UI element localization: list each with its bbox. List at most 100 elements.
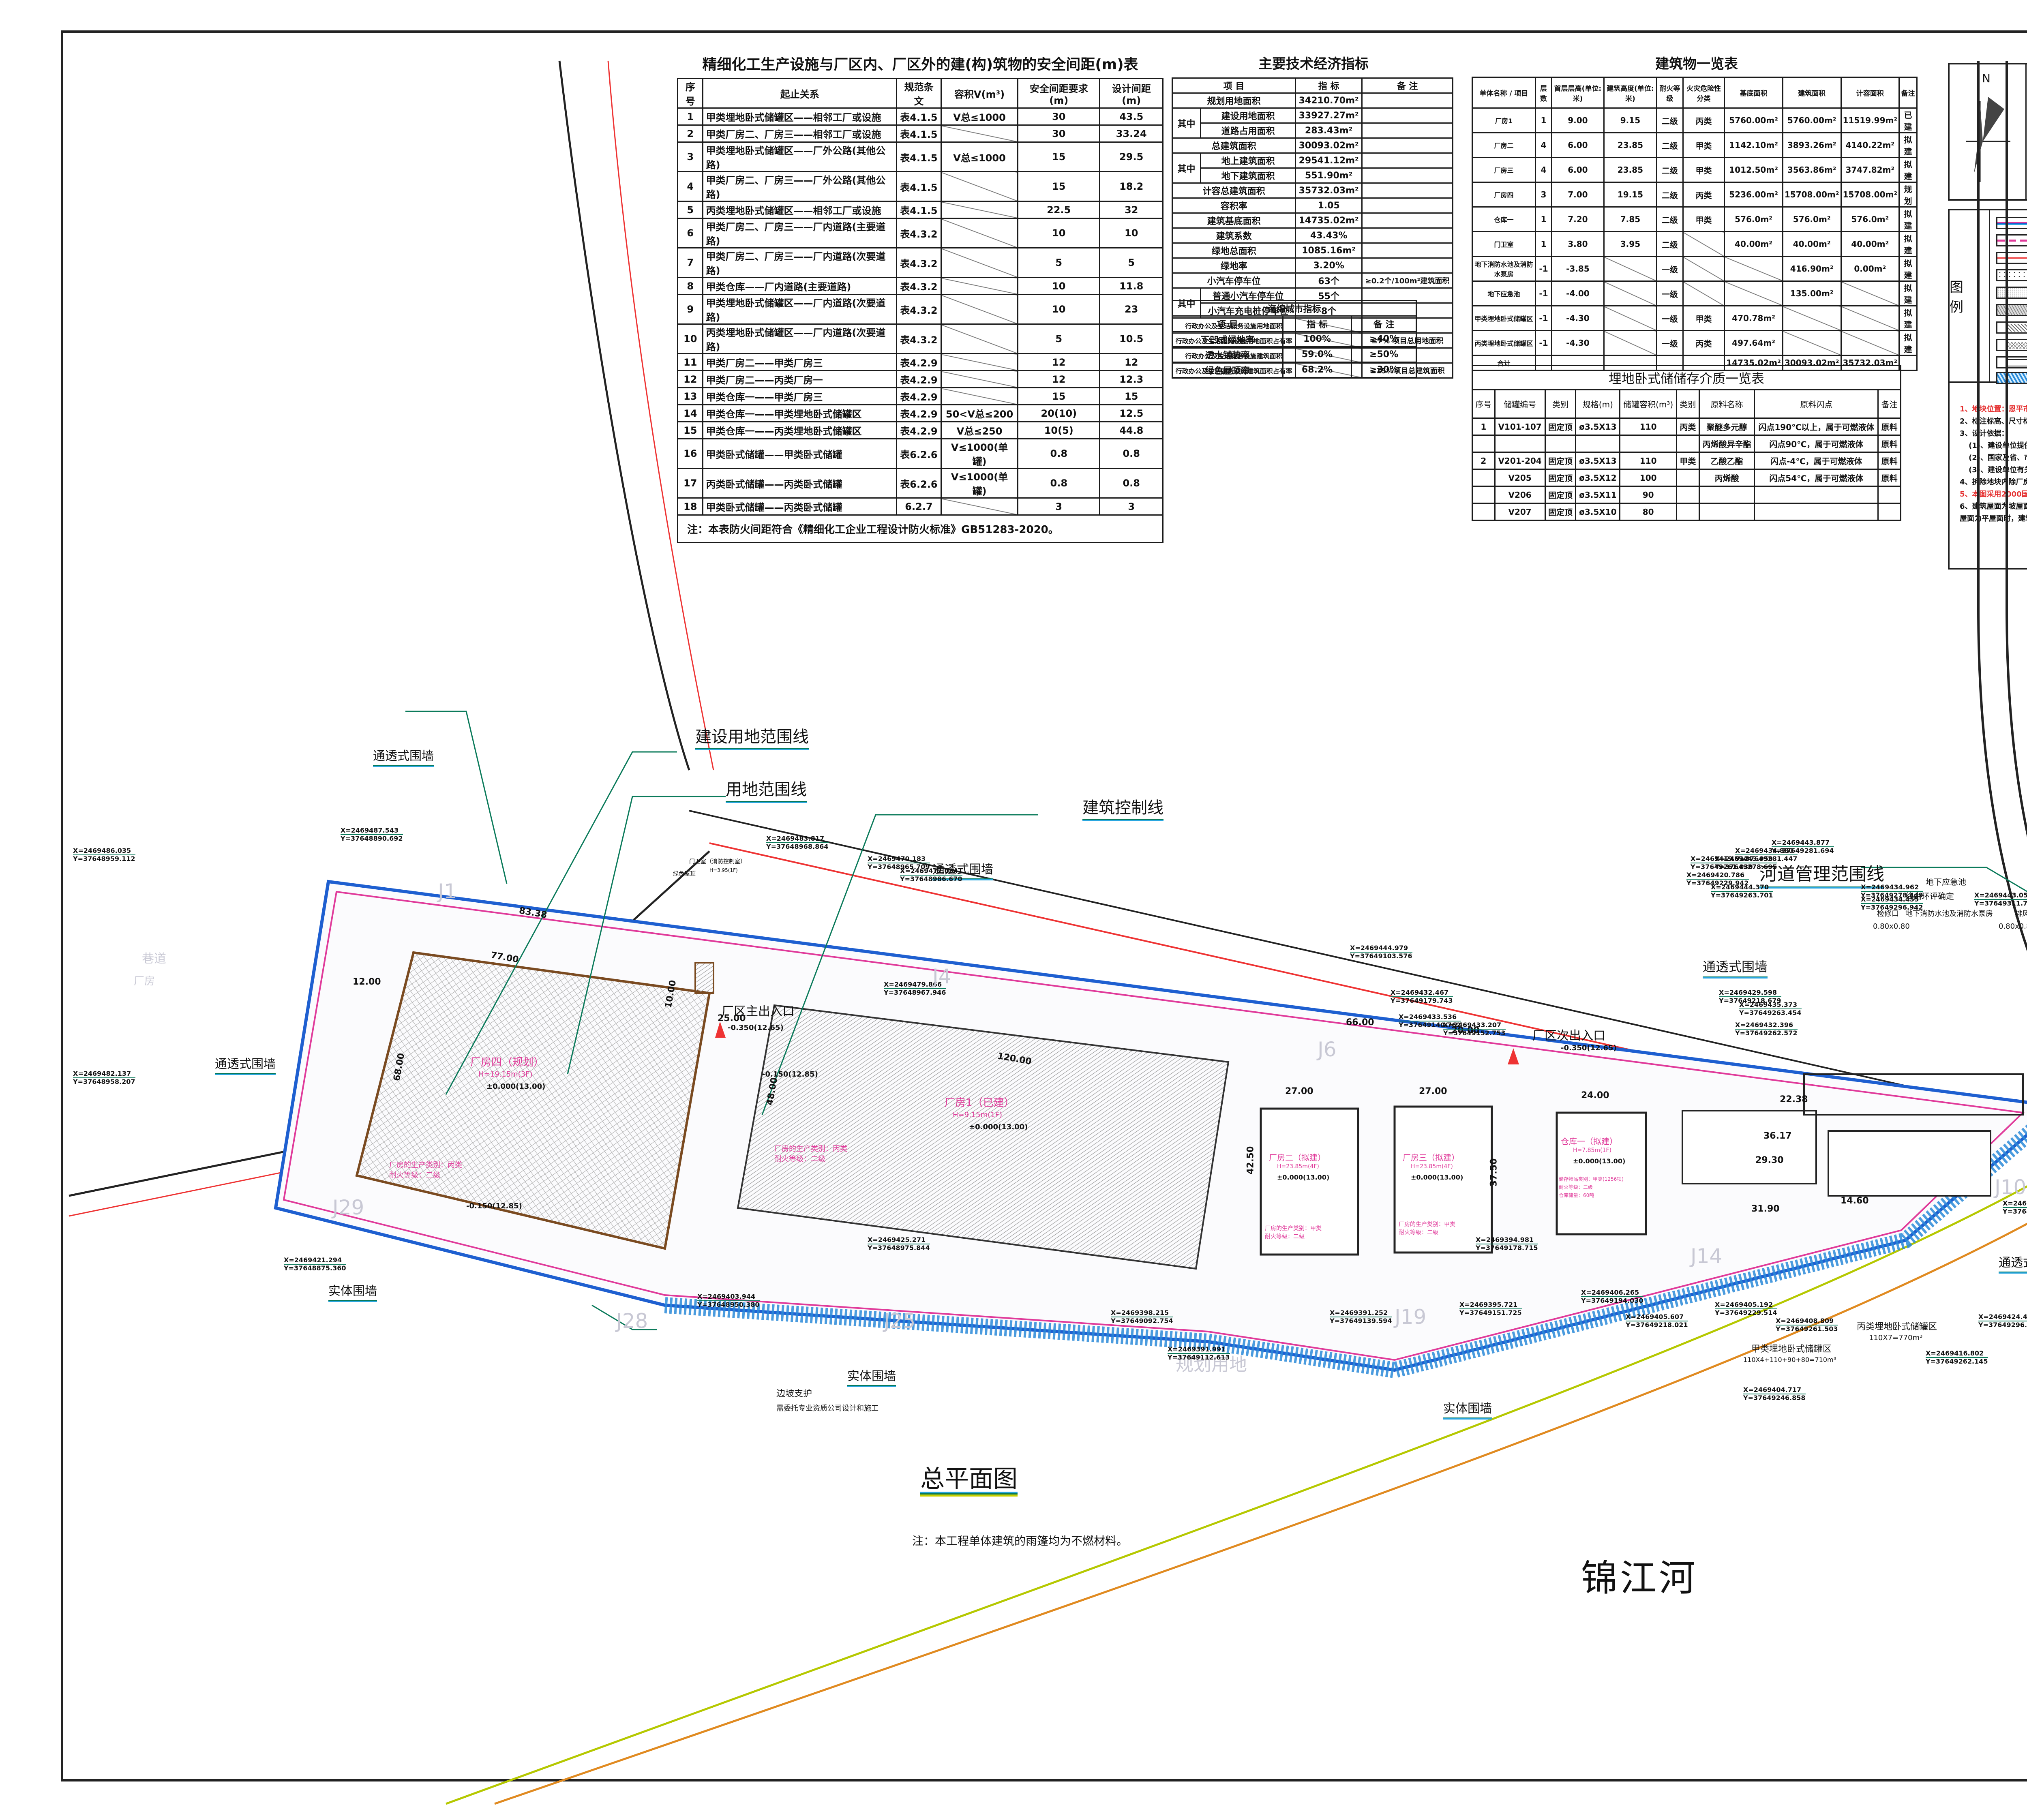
safety-cell	[940, 218, 1019, 248]
tank-cell	[1676, 486, 1700, 504]
fence-callout: 通透式围墙	[1703, 957, 1768, 979]
building-cell: 厂房二	[1471, 132, 1536, 158]
building-factory-4-elev: ±0.000(13.00)	[486, 1082, 546, 1091]
safety-cell	[940, 294, 1019, 325]
safety-header-cell: 设计间距(m)	[1099, 78, 1163, 109]
building-cell	[1603, 256, 1658, 282]
permeable-pavement-swatch-icon	[1996, 287, 2027, 299]
safety-header-cell: 安全间距要求(m)	[1017, 78, 1101, 109]
safety-cell: 15	[1017, 171, 1101, 202]
tank-c-callout: 丙类埋地卧式储罐区	[1857, 1322, 1937, 1332]
building-cell: 甲类埋地卧式储罐区	[1471, 305, 1536, 331]
building-cell: 1	[1535, 206, 1552, 232]
tech-value-cell: 33927.27m²	[1295, 107, 1363, 124]
safety-cell	[940, 497, 1019, 516]
tank-table-title: 埋地卧式储储存介质一览表	[1472, 365, 1901, 390]
tech-item-cell: 道路占用面积	[1200, 122, 1296, 139]
safety-cell: 9	[677, 294, 704, 325]
safety-cell: 丙类埋地卧式储罐区——厂内道路(次要道路)	[702, 323, 897, 354]
boundary-point-label: J4	[932, 965, 951, 988]
sunken-greenland-swatch-icon	[1996, 269, 2027, 281]
tank-header-cell: 原料名称	[1698, 389, 1755, 419]
tank-a-volume: 110X4+110+90+80=710m³	[1743, 1356, 1836, 1364]
tank-cell: 闪点90℃，属于可燃液体	[1754, 435, 1879, 453]
sponge-cell: 59.0%	[1282, 346, 1352, 363]
safety-cell: 甲类厂房二、厂房三——厂内道路(主要道路)	[702, 218, 897, 248]
design-note-item: 5、本图采用2000国家大地坐标系和1985国家高程基准；	[1960, 490, 2027, 499]
safety-cell: 表4.2.9	[896, 421, 942, 439]
safety-cell: 13	[677, 387, 704, 405]
legend-item: 边坡支护	[1996, 371, 2027, 384]
tank-cell	[1698, 486, 1755, 504]
dimension-label: 66.00	[1346, 1017, 1374, 1028]
building-cell: 已建	[1898, 107, 1918, 133]
building-cell	[1682, 280, 1725, 306]
safety-cell: 甲类埋地卧式储罐区——厂内道路(次要道路)	[702, 294, 897, 325]
solid-wall-callout: 实体围墙	[328, 1281, 377, 1302]
building-cell: 丙类	[1682, 182, 1725, 208]
legend-item: 建设用地范围线	[1996, 234, 2027, 247]
tech-note-cell	[1361, 182, 1453, 199]
building-cell: 拟建	[1898, 305, 1918, 331]
safety-cell: 表6.2.6	[896, 468, 942, 499]
tech-item-cell: 地上建筑面积	[1200, 152, 1296, 169]
safety-cell: 17	[677, 468, 704, 499]
building-cell	[1782, 305, 1842, 331]
safety-cell: V≤1000(单罐)	[940, 438, 1019, 469]
safety-cell: 甲类厂房二——丙类厂房一	[702, 370, 897, 388]
building-warehouse-1-fire: 耐火等级：二级	[1559, 1184, 1593, 1190]
proposed-building-swatch-icon	[1996, 356, 2027, 368]
tech-item-cell: 普通小汽车停车位	[1200, 287, 1296, 304]
tank-cell: 原料	[1877, 435, 1901, 453]
tank-header-cell: 序号	[1472, 389, 1496, 419]
building-cell	[1898, 355, 1918, 371]
safety-cell: V总≤250	[940, 421, 1019, 439]
building-factory-4-class: 厂房的生产类别：丙类	[389, 1161, 462, 1169]
safety-cell: 16	[677, 438, 704, 469]
building-cell: 地下消防水池及消防水泵房	[1471, 256, 1536, 282]
safety-cell: 甲类埋地卧式储罐区——相邻工厂或设施	[702, 107, 897, 126]
table-row: 丙烯酸异辛酯闪点90℃，属于可燃液体原料	[1472, 435, 1901, 453]
sponge-cell: ≥50%	[1351, 346, 1417, 363]
safety-cell: 32	[1099, 201, 1163, 219]
boundary-point-label: J10	[1995, 1176, 2027, 1199]
tech-value-cell: 29541.12m²	[1295, 152, 1363, 169]
safety-cell: 12	[677, 370, 704, 388]
tech-value-cell: 30093.02m²	[1295, 137, 1363, 154]
tank-a-callout: 甲类埋地卧式储罐区	[1751, 1344, 1832, 1354]
safety-cell: V总≤1000	[940, 141, 1019, 172]
building-warehouse-1-elev: ±0.000(13.00)	[1573, 1157, 1626, 1165]
building-table-title: 建筑物一览表	[1655, 56, 1738, 72]
safety-cell: 表4.1.5	[896, 107, 942, 126]
tank-cell: V207	[1494, 503, 1546, 521]
building-cell: 5760.00m²	[1782, 107, 1842, 133]
safety-cell: 4	[677, 171, 704, 202]
building-cell	[1603, 330, 1658, 356]
tank-cell: 固定顶	[1544, 503, 1577, 521]
design-note-item: 4、拆除地块内除厂房1外的所有原有建筑物、构筑物。	[1960, 478, 2027, 486]
building-control-callout: 建筑控制线	[1082, 794, 1163, 821]
building-cell: 3.95	[1603, 231, 1658, 257]
safety-cell: 表4.1.5	[896, 201, 942, 219]
solid-wall-callout: 实体围墙	[1443, 1398, 1492, 1420]
building-control-line-swatch-icon	[1996, 252, 2027, 264]
safety-cell	[940, 323, 1019, 354]
building-cell: 丙类埋地卧式储罐区	[1471, 330, 1536, 356]
solid-wall-callout: 实体围墙	[847, 1366, 896, 1387]
land-boundary-swatch-icon	[1996, 217, 2027, 229]
building-cell	[1724, 280, 1783, 306]
building-cell: 470.78m²	[1724, 305, 1783, 331]
